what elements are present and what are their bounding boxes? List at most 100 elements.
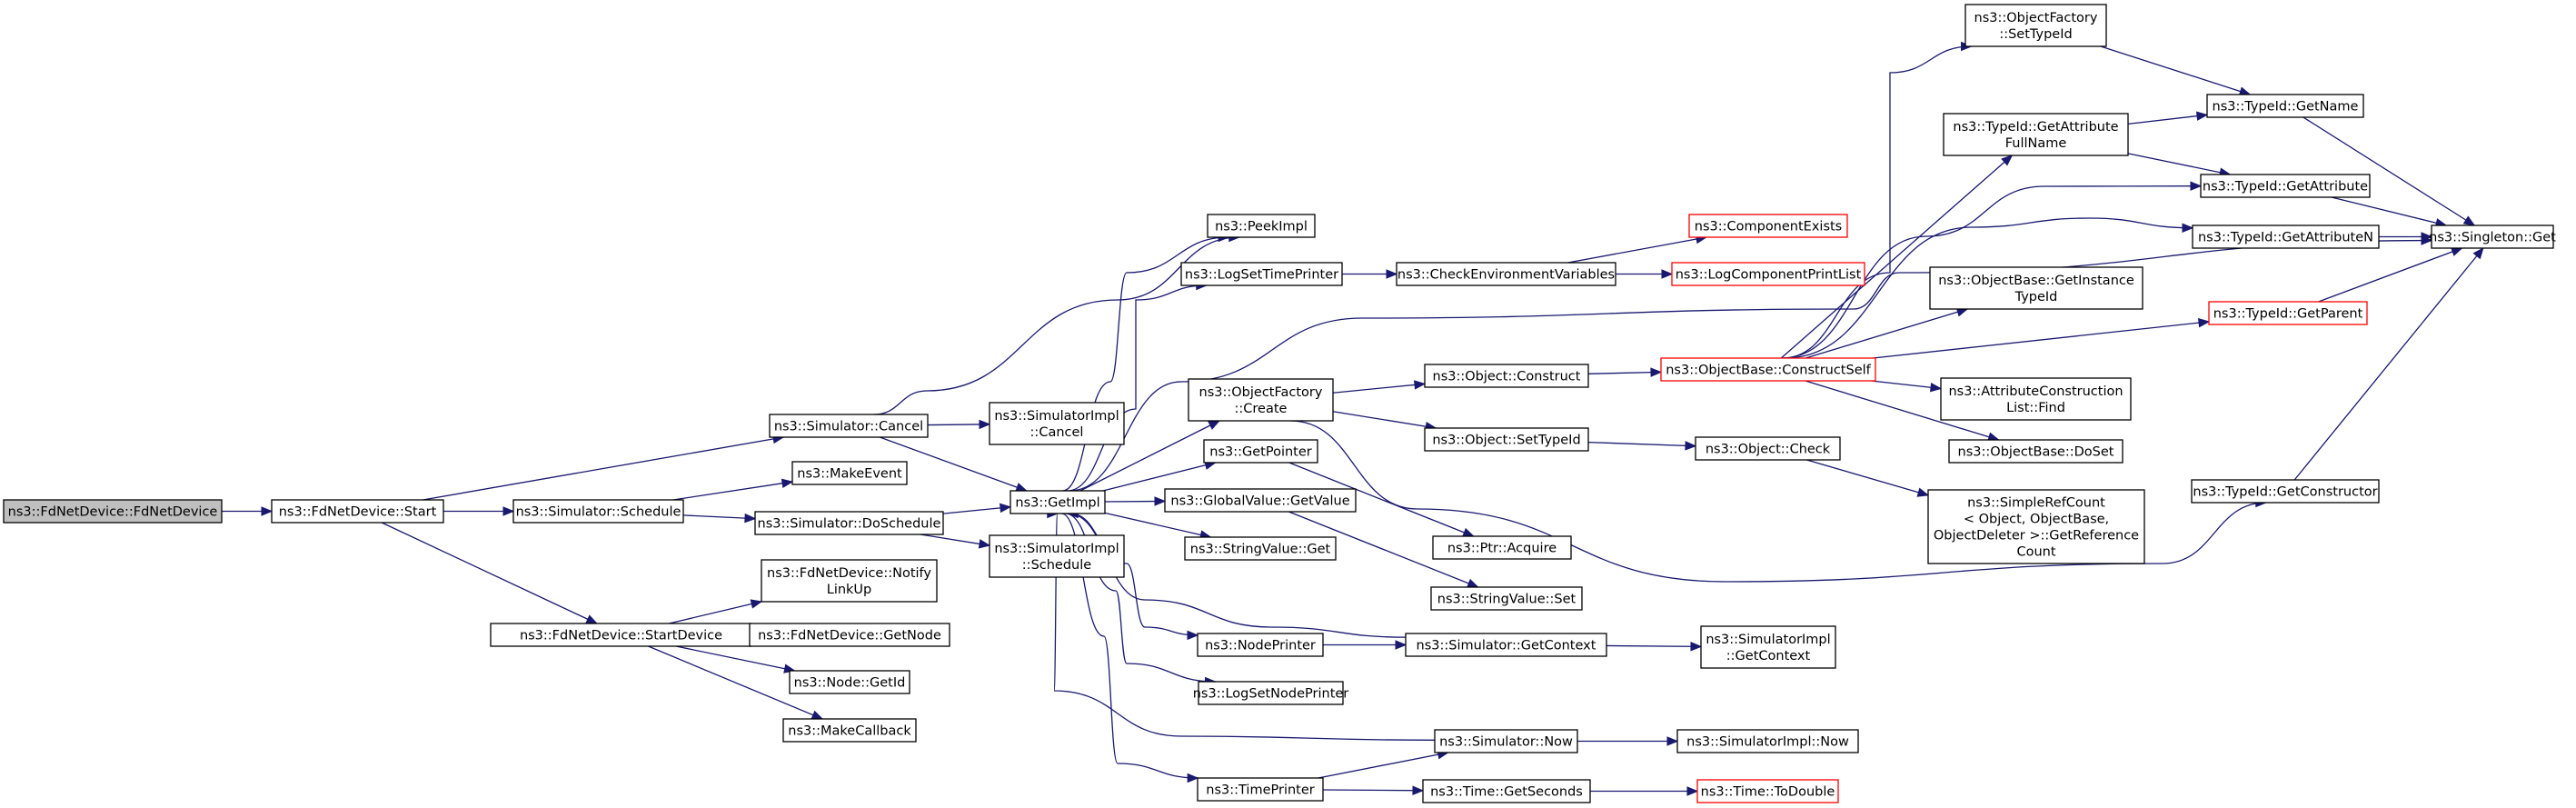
node-objconstruct[interactable]: ns3::Object::Construct bbox=[1424, 364, 1589, 388]
edge-line bbox=[1587, 441, 1696, 447]
node-timegetseconds[interactable]: ns3::Time::GetSeconds bbox=[1422, 779, 1591, 803]
edge-line bbox=[682, 514, 756, 520]
edge-nodeprinter-to-simgetcontext bbox=[1323, 640, 1407, 650]
node-constructself[interactable]: ns3::ObjectBase::ConstructSelf bbox=[1660, 357, 1876, 382]
node-typeidgetattr[interactable]: ns3::TypeId::GetAttribute bbox=[2200, 174, 2371, 198]
arrowhead bbox=[2182, 223, 2194, 233]
node-objcheck[interactable]: ns3::Object::Check bbox=[1695, 436, 1841, 461]
node-label: ns3::StringValue::Get bbox=[1190, 543, 1331, 557]
arrowhead bbox=[1462, 527, 1475, 537]
node-timeprinter[interactable]: ns3::TimePrinter bbox=[1197, 777, 1324, 802]
node-label: List::Find bbox=[2006, 401, 2065, 415]
node-objsettypeid[interactable]: ns3::Object::SetTypeId bbox=[1424, 427, 1589, 452]
node-dosset[interactable]: ns3::ObjectBase::DoSet bbox=[1948, 439, 2123, 464]
node-doschedule[interactable]: ns3::Simulator::DoSchedule bbox=[754, 511, 944, 535]
arrowhead bbox=[502, 506, 515, 516]
node-startdevice[interactable]: ns3::FdNetDevice::StartDevice bbox=[490, 623, 752, 647]
node-start[interactable]: ns3::FdNetDevice::Start bbox=[271, 499, 444, 524]
node-box bbox=[1434, 729, 1578, 753]
edge-simnow-to-implnow bbox=[1577, 736, 1679, 746]
node-label: ns3::MakeCallback bbox=[788, 724, 911, 739]
edge-simschedule-to-makeevent bbox=[672, 478, 794, 501]
node-simcancel[interactable]: ns3::Simulator::Cancel bbox=[769, 414, 929, 438]
node-label: ns3::FdNetDevice::FdNetDevice bbox=[8, 505, 218, 520]
edge-line bbox=[675, 645, 795, 672]
node-simgetcontext[interactable]: ns3::Simulator::GetContext bbox=[1405, 633, 1607, 657]
node-implschedule[interactable]: ns3::SimulatorImpl::Schedule bbox=[989, 534, 1125, 578]
node-implnow[interactable]: ns3::SimulatorImpl::Now bbox=[1676, 729, 1859, 753]
node-simschedule[interactable]: ns3::Simulator::Schedule bbox=[512, 499, 684, 524]
node-svset[interactable]: ns3::StringValue::Set bbox=[1430, 586, 1583, 611]
node-label: ns3::Time::ToDouble bbox=[1701, 785, 1835, 800]
node-ptracquire[interactable]: ns3::Ptr::Acquire bbox=[1432, 535, 1572, 560]
edge-constructself-to-getattrfullname bbox=[1780, 155, 2014, 359]
arrowhead bbox=[750, 599, 763, 609]
node-label: ns3::LogComponentPrintList bbox=[1676, 268, 1862, 283]
node-peekimpl[interactable]: ns3::PeekImpl bbox=[1207, 214, 1316, 238]
node-typeidgetattrn[interactable]: ns3::TypeId::GetAttributeN bbox=[2192, 224, 2380, 249]
node-box bbox=[1188, 378, 1334, 422]
node-fdctor[interactable]: ns3::FdNetDevice::FdNetDevice bbox=[3, 499, 223, 524]
node-label: ObjectDeleter >::GetReference bbox=[1934, 529, 2139, 544]
node-box bbox=[1197, 633, 1324, 657]
node-box bbox=[1696, 779, 1839, 803]
node-makeevent[interactable]: ns3::MakeEvent bbox=[791, 461, 908, 485]
node-getimpl[interactable]: ns3::GetImpl bbox=[1010, 490, 1106, 514]
edge-line bbox=[1322, 789, 1424, 792]
node-label: ns3::ComponentExists bbox=[1695, 220, 1843, 234]
node-timetodouble[interactable]: ns3::Time::ToDouble bbox=[1696, 779, 1839, 803]
edge-line bbox=[1805, 308, 1968, 359]
node-box bbox=[1660, 357, 1876, 382]
node-box bbox=[791, 461, 908, 485]
node-simnow[interactable]: ns3::Simulator::Now bbox=[1434, 729, 1578, 753]
arrowhead bbox=[1414, 380, 1427, 390]
edge-line bbox=[1780, 155, 2013, 359]
node-logcompprint[interactable]: ns3::LogComponentPrintList bbox=[1671, 262, 1865, 286]
node-implgetcontext[interactable]: ns3::SimulatorImpl::GetContext bbox=[1700, 625, 1836, 669]
edge-typeidgetctor-to-singletonget bbox=[2293, 246, 2484, 481]
node-box bbox=[1180, 262, 1343, 286]
node-compexists[interactable]: ns3::ComponentExists bbox=[1688, 214, 1848, 238]
node-getpointer[interactable]: ns3::GetPointer bbox=[1203, 439, 1318, 464]
node-ofsettypeid[interactable]: ns3::ObjectFactory::SetTypeId bbox=[1964, 4, 2107, 47]
node-svget[interactable]: ns3::StringValue::Get bbox=[1184, 536, 1337, 561]
edge-line bbox=[1873, 321, 2210, 359]
node-checkenv[interactable]: ns3::CheckEnvironmentVariables bbox=[1396, 262, 1616, 286]
node-label: ns3::PeekImpl bbox=[1215, 220, 1308, 234]
node-box bbox=[749, 623, 950, 647]
node-getnode[interactable]: ns3::FdNetDevice::GetNode bbox=[749, 623, 950, 647]
edge-line bbox=[672, 481, 793, 501]
node-typeidgetname[interactable]: ns3::TypeId::GetName bbox=[2206, 94, 2364, 118]
node-box bbox=[1676, 729, 1859, 753]
edge-line bbox=[2331, 196, 2447, 226]
node-implcancel[interactable]: ns3::SimulatorImpl::Cancel bbox=[989, 402, 1125, 445]
node-typeidgetctor[interactable]: ns3::TypeId::GetConstructor bbox=[2191, 479, 2380, 504]
node-makecallback[interactable]: ns3::MakeCallback bbox=[782, 718, 917, 743]
node-logsettime[interactable]: ns3::LogSetTimePrinter bbox=[1180, 262, 1343, 286]
node-nodeprinter[interactable]: ns3::NodePrinter bbox=[1197, 633, 1324, 657]
edge-line bbox=[1784, 217, 2193, 359]
edge-objsettypeid-to-objcheck bbox=[1587, 441, 1697, 451]
node-label: ns3::SimulatorImpl bbox=[1706, 633, 1830, 647]
edge-line bbox=[1606, 644, 1702, 648]
node-logsetnode[interactable]: ns3::LogSetNodePrinter bbox=[1193, 681, 1349, 705]
node-simplerefcount[interactable]: ns3::SimpleRefCount< Object, ObjectBase,… bbox=[1927, 489, 2145, 564]
node-nodegetid[interactable]: ns3::Node::GetId bbox=[789, 670, 910, 694]
node-box bbox=[1948, 439, 2123, 464]
node-label: ns3::Simulator::Now bbox=[1439, 735, 1573, 750]
edge-simschedule-to-doschedule bbox=[682, 513, 757, 524]
node-label: ns3::TypeId::GetConstructor bbox=[2193, 485, 2377, 500]
node-singletonget[interactable]: ns3::Singleton::Get bbox=[2429, 224, 2556, 249]
node-label: ::SetTypeId bbox=[1999, 27, 2072, 42]
node-box bbox=[2191, 479, 2380, 504]
node-typeidgetparent[interactable]: ns3::TypeId::GetParent bbox=[2208, 301, 2368, 325]
node-ofcreate[interactable]: ns3::ObjectFactory::Create bbox=[1188, 378, 1334, 422]
edge-getimpl-to-logsettime bbox=[1067, 280, 1208, 492]
node-gvgetvalue[interactable]: ns3::GlobalValue::GetValue bbox=[1164, 488, 1357, 513]
